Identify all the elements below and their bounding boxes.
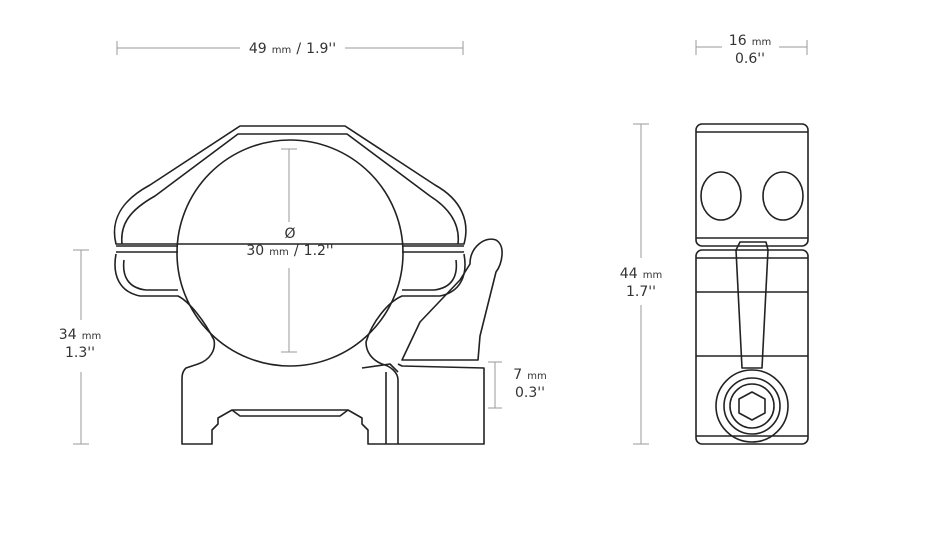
dimension-line-side-height (633, 123, 649, 445)
top-cap (113, 125, 467, 245)
height-left-label: 34 mm 1.3'' (58, 327, 102, 361)
screw-hole-right (762, 171, 804, 221)
tube-hole (176, 139, 404, 367)
scope-ring-front-view (113, 125, 503, 445)
side-lever-arm (735, 241, 769, 369)
dimension-line-top-width (116, 41, 464, 55)
lever-arm (401, 238, 503, 361)
dimension-line-side-width (695, 40, 808, 55)
dimension-line-diameter (281, 148, 297, 353)
width-top-label: 49 mm / 1.9'' (248, 41, 337, 57)
lever-height-label: 7 mm 0.3'' (513, 367, 547, 401)
bolt-head (715, 369, 789, 443)
dimension-line-lever-height (488, 361, 502, 409)
height-side-label: 44 mm 1.7'' (619, 266, 663, 300)
side-base (695, 249, 809, 445)
side-top-cap (695, 123, 809, 247)
scope-ring-side-view (695, 123, 809, 445)
hex-socket-icon (738, 391, 766, 421)
screw-hole-left (700, 171, 742, 221)
lever-base (397, 363, 485, 445)
width-side-label: 16 mm 0.6'' (728, 33, 772, 67)
tube-diameter-label: Ø 30 mm / 1.2'' (246, 226, 334, 259)
dimension-line-left-height (73, 249, 89, 445)
